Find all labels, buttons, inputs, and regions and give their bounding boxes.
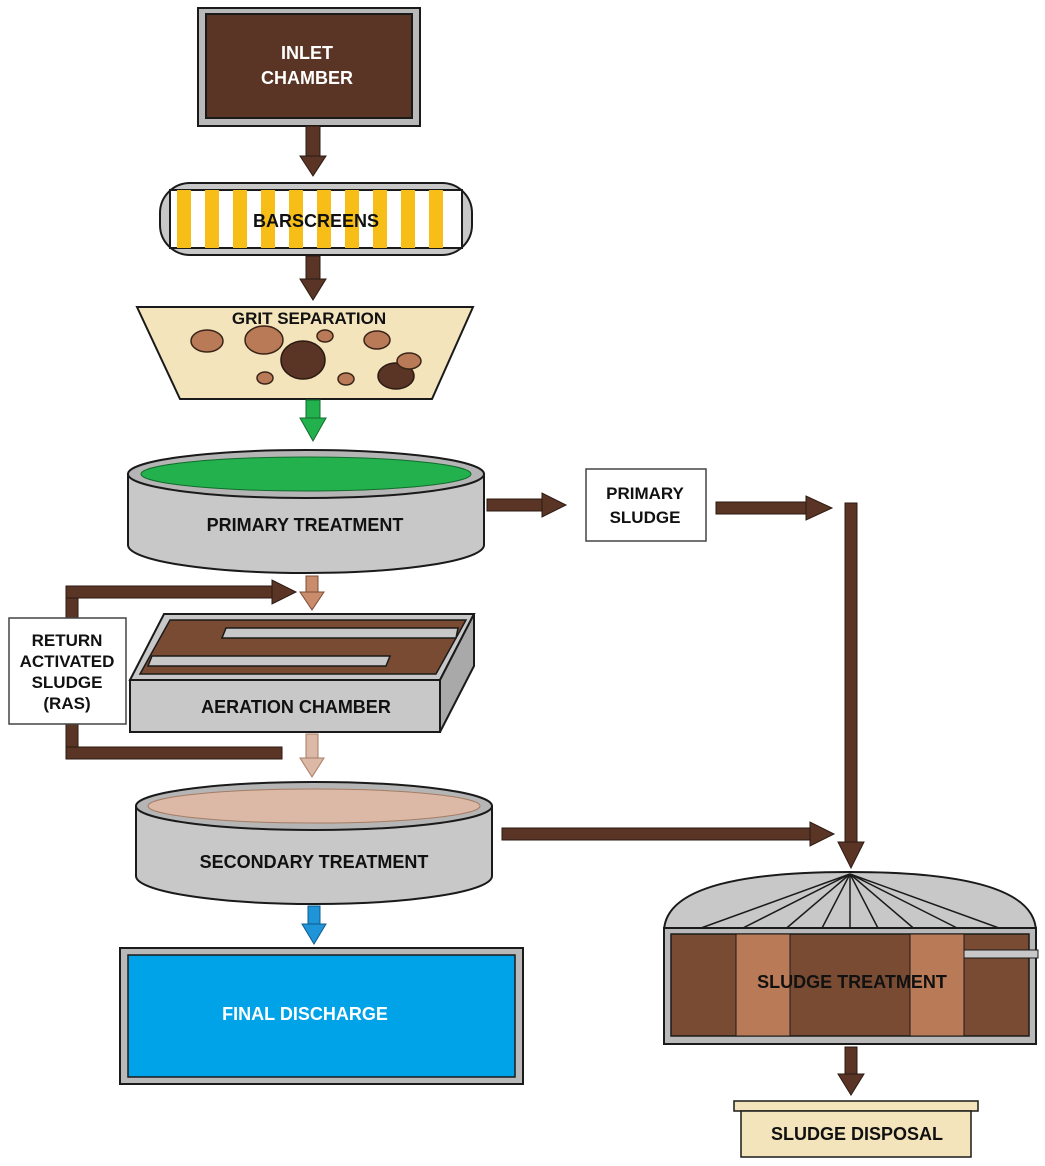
sludge-disposal: SLUDGE DISPOSAL — [733, 1100, 979, 1158]
flow-arrow-sludge-box-to-line — [715, 495, 834, 521]
sludge-treatment-label: SLUDGE TREATMENT — [757, 972, 947, 992]
grit-separation: GRIT SEPARATION — [135, 306, 475, 400]
barscreens-label: BARSCREENS — [253, 211, 379, 231]
barscreen-bars — [177, 190, 443, 248]
flow-line-to-sludge-treatment — [837, 502, 865, 870]
grit-particles — [190, 325, 422, 390]
inlet-chamber: INLET CHAMBER — [197, 7, 421, 127]
ras-label-line2: ACTIVATED — [20, 652, 115, 671]
ras-return-loop — [65, 579, 298, 760]
final-discharge-label: FINAL DISCHARGE — [222, 1004, 388, 1024]
inlet-label-line1: INLET — [281, 43, 333, 63]
aeration-chamber: AERATION CHAMBER — [128, 613, 476, 733]
grit-label: GRIT SEPARATION — [232, 309, 386, 328]
flow-arrow-primary-to-aeration — [299, 575, 325, 611]
flow-arrow-secondary-to-sludge-treatment — [501, 821, 836, 847]
ras-label-line3: SLUDGE — [32, 673, 103, 692]
flow-arrow-sludge-treatment-to-disposal — [837, 1046, 865, 1096]
flow-arrow-grit-to-primary — [299, 399, 327, 443]
primary-sludge-label-line1: PRIMARY — [606, 484, 684, 503]
ras-label-line1: RETURN — [32, 631, 103, 650]
primary-sludge-box: PRIMARY SLUDGE — [585, 468, 707, 542]
primary-treatment-label: PRIMARY TREATMENT — [207, 515, 404, 535]
sludge-disposal-label: SLUDGE DISPOSAL — [771, 1124, 943, 1144]
secondary-treatment-label: SECONDARY TREATMENT — [200, 852, 429, 872]
flow-arrow-primary-to-sludge-box — [486, 492, 568, 518]
flow-arrow-inlet-to-barscreens — [299, 125, 327, 177]
inlet-label-line2: CHAMBER — [261, 68, 353, 88]
flow-arrow-secondary-to-discharge — [301, 905, 327, 945]
flow-arrow-aeration-to-secondary — [299, 733, 325, 778]
barscreens: BARSCREENS — [159, 182, 473, 256]
dome-ribs — [689, 873, 1011, 933]
secondary-treatment-tank: SECONDARY TREATMENT — [135, 781, 493, 905]
ras-label-line4: (RAS) — [43, 694, 90, 713]
aeration-label: AERATION CHAMBER — [201, 697, 391, 717]
final-discharge: FINAL DISCHARGE — [119, 947, 524, 1085]
primary-treatment-tank: PRIMARY TREATMENT — [127, 449, 485, 574]
primary-sludge-label-line2: SLUDGE — [610, 508, 681, 527]
flow-arrow-barscreens-to-grit — [299, 255, 327, 301]
ras-box: RETURN ACTIVATED SLUDGE (RAS) — [8, 617, 127, 725]
sludge-treatment-digester: SLUDGE TREATMENT — [662, 870, 1039, 1045]
